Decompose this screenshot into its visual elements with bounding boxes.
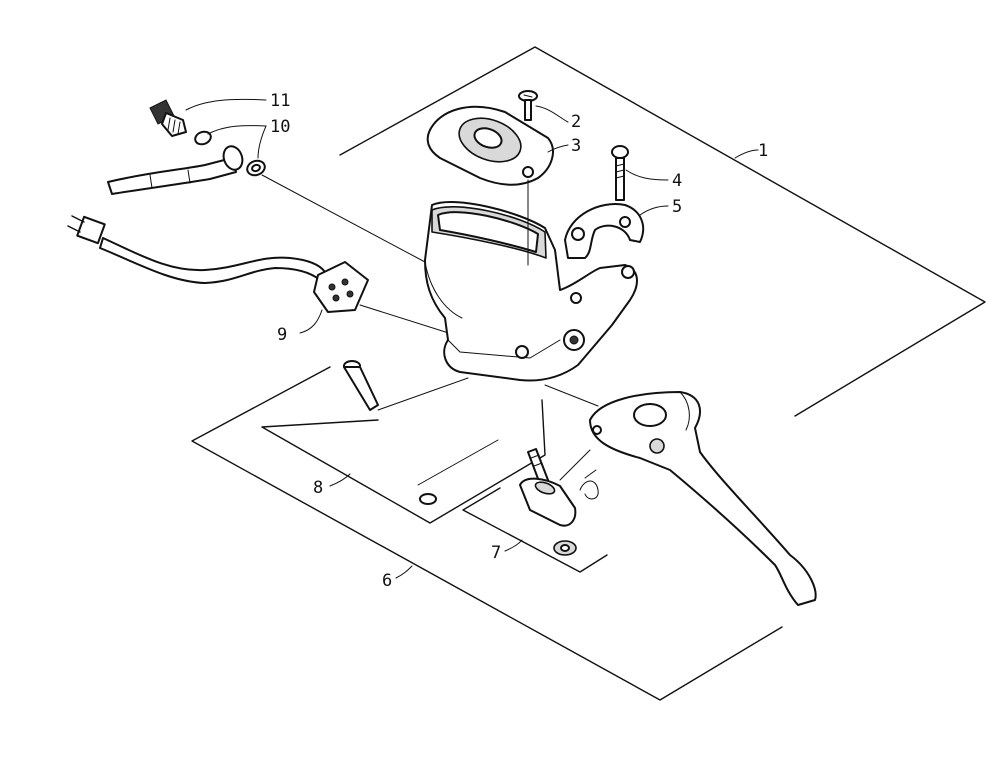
callout-11: 11 [270, 91, 290, 111]
callout-10: 10 [270, 117, 290, 137]
callout-9: 9 [277, 325, 287, 345]
return-spring [559, 449, 599, 500]
lever-adjuster-block [519, 477, 577, 527]
brake-lever [589, 391, 817, 606]
group-outline-8 [261, 399, 546, 524]
callout-labels: 11 10 2 3 1 4 5 9 8 7 6 [270, 91, 768, 591]
group-outline-6 [191, 366, 783, 701]
banjo-bolt [149, 99, 187, 137]
callout-6: 6 [382, 571, 392, 591]
pivot-pin [343, 360, 469, 411]
callout-3: 3 [571, 136, 581, 156]
master-cylinder-body [424, 201, 638, 407]
callout-5: 5 [672, 197, 682, 217]
callout-4: 4 [672, 171, 682, 191]
callout-7: 7 [491, 543, 501, 563]
cover-screw [518, 90, 538, 266]
clamp-bolt [611, 145, 629, 201]
adjuster-nut [553, 540, 577, 556]
brake-switch-cable [67, 215, 326, 284]
brake-switch [313, 261, 456, 336]
leader-lines [185, 98, 759, 579]
group-outline-1 [339, 46, 986, 417]
handlebar-clamp [564, 203, 645, 259]
callout-8: 8 [313, 478, 323, 498]
callout-1: 1 [758, 141, 768, 161]
e-clip [417, 439, 499, 505]
callout-2: 2 [571, 112, 581, 132]
reservoir-cover [426, 105, 554, 186]
brake-hose [107, 130, 426, 263]
